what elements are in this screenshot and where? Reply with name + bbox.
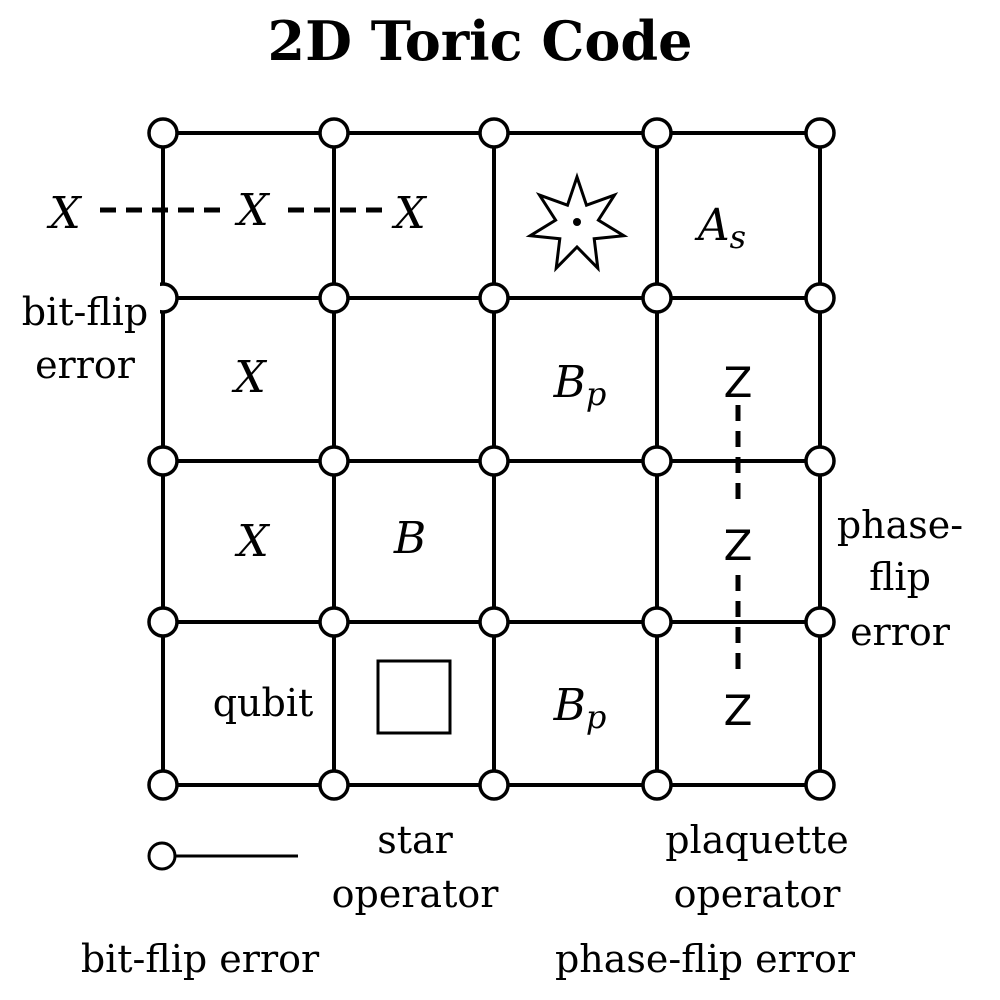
qubit-node [804, 117, 836, 149]
a-s-label: As [694, 200, 746, 256]
qubit-node [478, 769, 510, 801]
star-center-dot [573, 218, 581, 226]
qubit-node [147, 606, 179, 638]
qubit-node [804, 445, 836, 477]
legend-star-label: operator [332, 872, 500, 916]
legend-phase-flip-error: phase-flip error [555, 937, 856, 981]
legend-plaquette-label: operator [674, 872, 842, 916]
z-symbol: Z [724, 686, 753, 735]
bit-flip-side-label: bit-flip [22, 290, 148, 334]
legend-qubit-icon [147, 841, 177, 871]
legend-bit-flip-error: bit-flip error [81, 937, 320, 981]
b-label: B [393, 513, 426, 564]
bit-flip-side-label: error [35, 343, 136, 387]
qubit-node [641, 769, 673, 801]
qubit-node [147, 769, 179, 801]
qubit-node [318, 282, 350, 314]
qubit-node [318, 606, 350, 638]
qubit-node [641, 282, 673, 314]
qubit-label: qubit [213, 681, 314, 725]
qubit-node [318, 117, 350, 149]
b-p-label: Bp [553, 680, 607, 736]
x-symbol: X [234, 516, 270, 567]
z-symbol: Z [724, 358, 753, 407]
qubit-node [318, 445, 350, 477]
plaquette-operator-icon [376, 659, 452, 735]
qubit-node [641, 445, 673, 477]
x-symbol: X [391, 188, 427, 239]
x-symbol: X [231, 352, 267, 403]
qubit-node [478, 282, 510, 314]
qubit-node [147, 117, 179, 149]
phase-flip-side-label: flip [869, 555, 931, 599]
qubit-node [478, 117, 510, 149]
diagram-title: 2D Toric Code [268, 9, 693, 73]
legend-plaquette-label: plaquette [665, 818, 848, 862]
qubit-node [478, 606, 510, 638]
qubit-nodes [147, 117, 836, 801]
bit-flip-label-bg [10, 282, 160, 382]
qubit-node [804, 606, 836, 638]
phase-flip-side-label: phase- [837, 503, 963, 547]
qubit-node [804, 769, 836, 801]
legend-star-label: star [377, 818, 453, 862]
qubit-node [641, 606, 673, 638]
qubit-node [318, 769, 350, 801]
qubit-node [641, 117, 673, 149]
qubit-node [147, 445, 179, 477]
qubit-node [478, 445, 510, 477]
qubit-node [804, 282, 836, 314]
x-symbol: X [234, 185, 270, 236]
x-symbol: X [46, 188, 82, 239]
b-p-label: Bp [553, 357, 607, 413]
z-symbol: Z [724, 521, 753, 570]
phase-flip-side-label: error [850, 610, 951, 654]
